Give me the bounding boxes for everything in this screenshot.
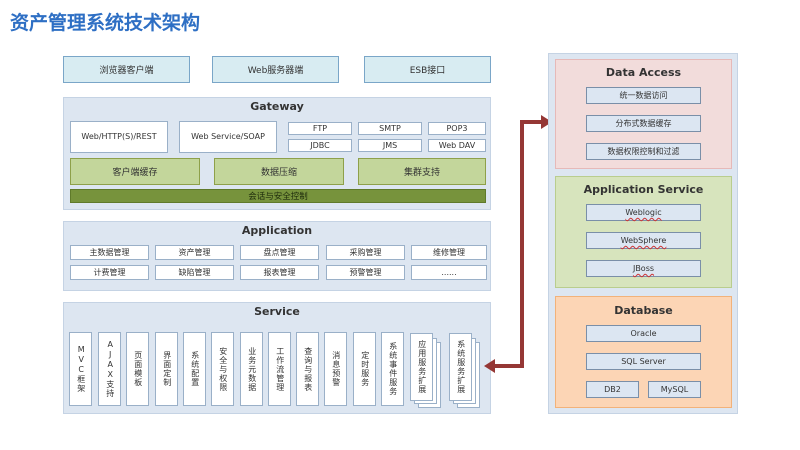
- module-report: 报表管理: [240, 265, 319, 280]
- protocol-web-service-soap: Web Service/SOAP: [179, 121, 277, 153]
- arrow-head-left: [484, 359, 495, 373]
- service-ui-custom: 界面定制: [155, 332, 178, 406]
- service-query-report: 查询与报表: [296, 332, 319, 406]
- module-inventory: 盘点管理: [240, 245, 319, 260]
- module-billing: 计费管理: [70, 265, 149, 280]
- module-more: ......: [411, 265, 487, 280]
- data-access-permission: 数据权限控制和过滤: [586, 143, 701, 160]
- protocol-pop3: POP3: [428, 122, 486, 135]
- protocol-jdbc: JDBC: [288, 139, 352, 152]
- app-service-weblogic: Weblogic: [586, 204, 701, 221]
- app-service-websphere: WebSphere: [586, 232, 701, 249]
- session-security-bar: 会话与安全控制: [70, 189, 486, 203]
- app-service-title: Application Service: [583, 183, 704, 196]
- module-alert: 预警管理: [326, 265, 405, 280]
- protocol-webdav: Web DAV: [428, 139, 486, 152]
- module-procurement: 采购管理: [326, 245, 405, 260]
- service-message-alert: 消息预警: [324, 332, 347, 406]
- data-access-title: Data Access: [605, 66, 682, 79]
- database-sqlserver: SQL Server: [586, 353, 701, 370]
- client-esb: ESB接口: [364, 56, 491, 83]
- protocol-smtp: SMTP: [358, 122, 422, 135]
- data-access-unified: 统一数据访问: [586, 87, 701, 104]
- database-oracle: Oracle: [586, 325, 701, 342]
- module-master-data: 主数据管理: [70, 245, 149, 260]
- database-db2: DB2: [586, 381, 639, 398]
- service-sys-config: 系统配置: [183, 332, 206, 406]
- feature-cluster-support: 集群支持: [358, 158, 486, 185]
- protocol-jms: JMS: [358, 139, 422, 152]
- service-title: Service: [254, 305, 300, 318]
- module-asset: 资产管理: [155, 245, 234, 260]
- database-title: Database: [614, 304, 673, 317]
- feature-client-cache: 客户端缓存: [70, 158, 200, 185]
- database-mysql: MySQL: [648, 381, 701, 398]
- data-access-section: [555, 59, 732, 169]
- service-app-extension: 应用服务扩展: [410, 333, 433, 401]
- module-maintenance: 维修管理: [411, 245, 487, 260]
- gateway-title: Gateway: [250, 100, 304, 113]
- service-metadata: 业务元数据: [240, 332, 263, 406]
- service-timer: 定时服务: [353, 332, 376, 406]
- module-defect: 缺陷管理: [155, 265, 234, 280]
- service-page-template: 页面模板: [126, 332, 149, 406]
- service-sys-extension: 系统服务扩展: [449, 333, 472, 401]
- protocol-web-http-rest: Web/HTTP(S)/REST: [70, 121, 168, 153]
- data-access-distributed-cache: 分布式数据缓存: [586, 115, 701, 132]
- protocol-ftp: FTP: [288, 122, 352, 135]
- service-mvc: MVC框架: [69, 332, 92, 406]
- service-sys-event: 系统事件服务: [381, 332, 404, 406]
- arrow-head-right: [541, 115, 552, 129]
- service-workflow: 工作流管理: [268, 332, 291, 406]
- feature-data-compression: 数据压缩: [214, 158, 344, 185]
- client-browser: 浏览器客户端: [63, 56, 190, 83]
- client-web-server: Web服务器端: [212, 56, 339, 83]
- service-security: 安全与权限: [211, 332, 234, 406]
- page-title: 资产管理系统技术架构: [10, 12, 201, 34]
- application-title: Application: [241, 224, 313, 237]
- service-ajax: AJAX支持: [98, 332, 121, 406]
- connector-arrow: [484, 115, 552, 373]
- app-service-jboss: JBoss: [586, 260, 701, 277]
- connector-line: [492, 120, 542, 368]
- database-section: [555, 296, 732, 408]
